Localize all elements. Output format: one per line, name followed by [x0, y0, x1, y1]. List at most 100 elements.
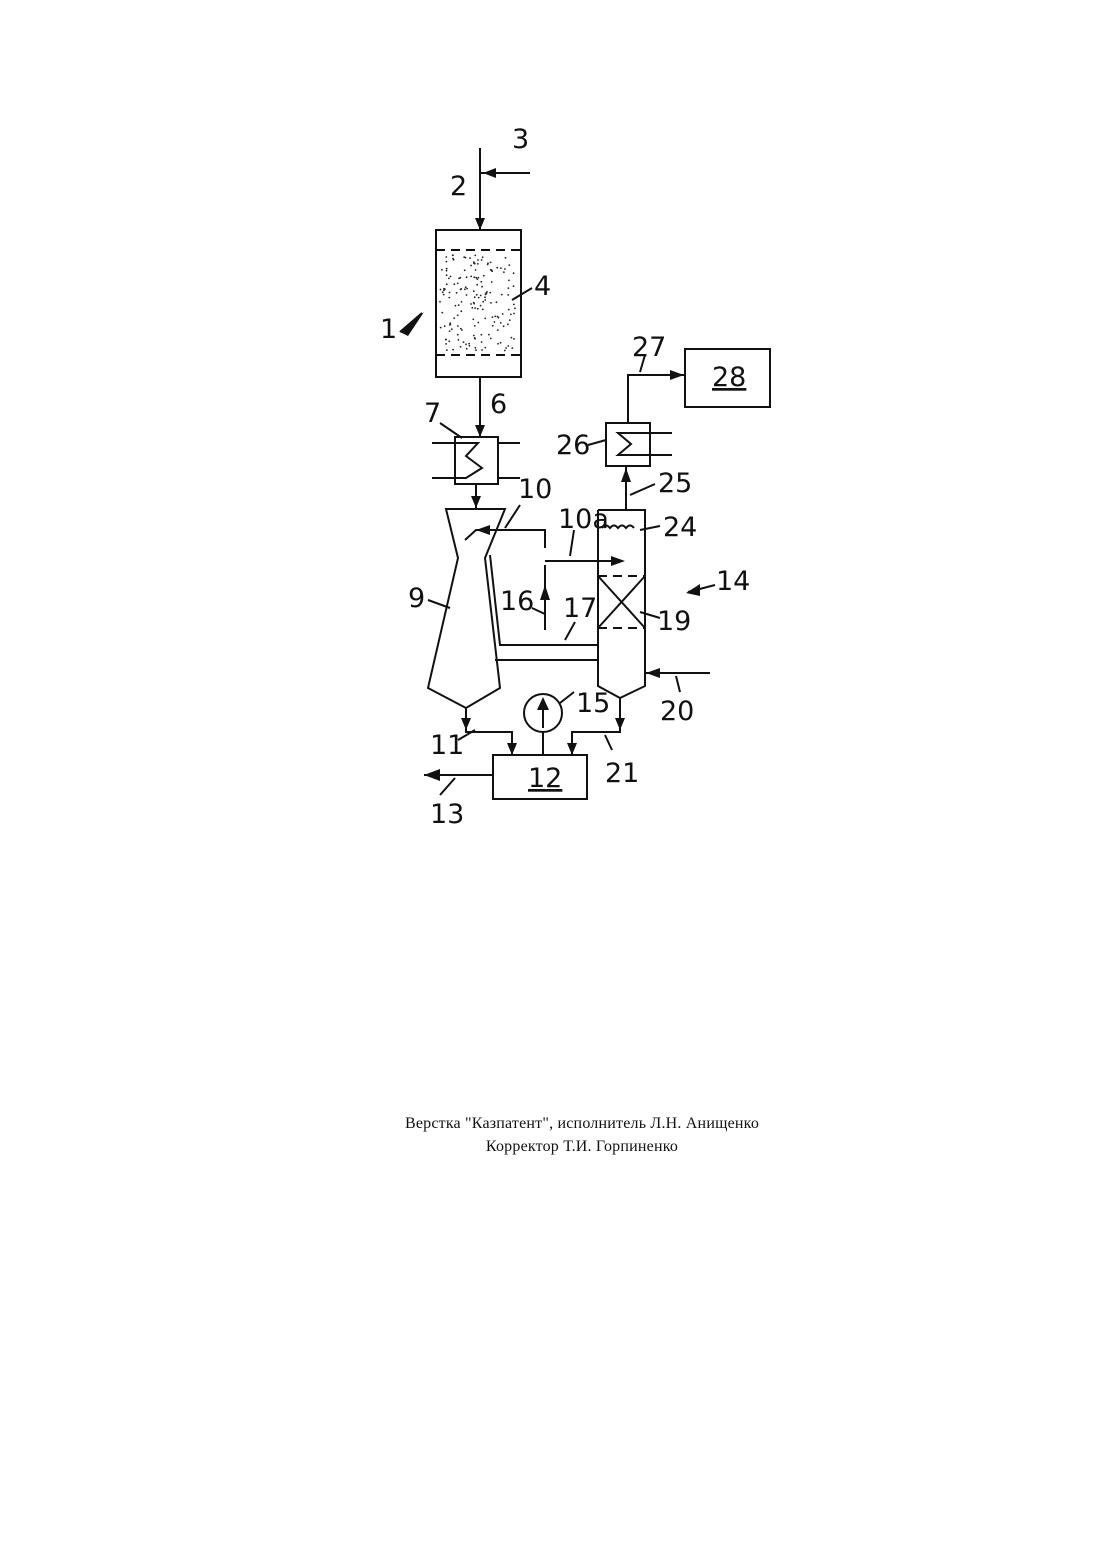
catalyst-dot [457, 325, 459, 327]
catalyst-dot [473, 290, 475, 292]
catalyst-dot [490, 262, 492, 264]
catalyst-dot [508, 287, 510, 289]
catalyst-dot [481, 286, 483, 288]
label-6: 6 [490, 389, 507, 420]
catalyst-dot [494, 321, 496, 323]
arrow-left-icon [424, 769, 440, 781]
catalyst-dot [446, 270, 448, 272]
label-27: 27 [632, 332, 666, 363]
catalyst-dot [448, 297, 450, 299]
label-25: 25 [658, 468, 692, 499]
label-20: 20 [660, 696, 694, 727]
leader-7 [440, 423, 462, 438]
catalyst-dot [458, 304, 460, 306]
catalyst-dot [473, 262, 475, 264]
label-19: 19 [657, 606, 691, 637]
catalyst-dot [503, 325, 505, 327]
label-28: 28 [712, 362, 746, 393]
label-11: 11 [430, 730, 464, 761]
catalyst-dot [468, 343, 470, 345]
catalyst-dot [477, 259, 479, 261]
catalyst-dot [449, 330, 451, 332]
catalyst-dot [497, 343, 499, 345]
catalyst-dot [508, 264, 510, 266]
catalyst-dot [474, 347, 476, 349]
catalyst-dot [452, 258, 454, 260]
catalyst-dot [511, 337, 513, 339]
catalyst-dot [481, 259, 483, 261]
leader-24 [640, 526, 660, 530]
catalyst-dot [469, 257, 471, 259]
catalyst-dot [503, 271, 505, 273]
catalyst-dot [475, 349, 477, 351]
catalyst-dot [507, 294, 509, 296]
catalyst-dot [474, 325, 476, 327]
catalyst-dot [492, 316, 494, 318]
catalyst-dot [514, 307, 516, 309]
leader-25 [630, 484, 655, 495]
coil-7 [432, 443, 482, 478]
catalyst-dot [477, 308, 479, 310]
catalyst-dot [460, 328, 462, 330]
label-16: 16 [500, 586, 534, 617]
catalyst-dot [474, 307, 476, 309]
leader-26 [588, 440, 606, 445]
catalyst-dot [481, 334, 483, 336]
catalyst-dot [478, 297, 480, 299]
catalyst-bed-4 [439, 254, 516, 351]
catalyst-dot [494, 316, 496, 318]
reactor-1 [436, 230, 521, 377]
catalyst-dot [470, 303, 472, 305]
catalyst-dot [507, 345, 509, 347]
catalyst-dot [440, 327, 442, 329]
catalyst-dot [449, 292, 451, 294]
line-27 [628, 375, 684, 423]
catalyst-dot [464, 288, 466, 290]
catalyst-dot [443, 294, 445, 296]
catalyst-dot [500, 342, 502, 344]
catalyst-dot [474, 296, 476, 298]
catalyst-dot [460, 288, 462, 290]
catalyst-dot [484, 299, 486, 301]
catalyst-dot [486, 291, 488, 293]
catalyst-dot [482, 309, 484, 311]
catalyst-dot [449, 322, 451, 324]
catalyst-dot [492, 325, 494, 327]
catalyst-dot [476, 294, 478, 296]
catalyst-dot [446, 349, 448, 351]
catalyst-dot [508, 280, 510, 282]
label-17: 17 [563, 593, 597, 624]
catalyst-dot [509, 319, 511, 321]
catalyst-dot [457, 334, 459, 336]
label-12: 12 [528, 763, 562, 794]
catalyst-dot [491, 270, 493, 272]
catalyst-dot [505, 257, 507, 259]
catalyst-dot [490, 338, 492, 340]
label-1: 1 [380, 314, 397, 345]
label-10: 10 [518, 474, 552, 505]
label-21: 21 [605, 758, 639, 789]
leader-20 [676, 676, 680, 692]
pointer-arrow-icon [686, 584, 700, 596]
leader-15 [560, 692, 574, 703]
catalyst-dot [452, 349, 454, 351]
catalyst-dot [483, 275, 485, 277]
leader-21 [605, 735, 612, 750]
catalyst-dot [457, 283, 459, 285]
catalyst-dot [490, 302, 492, 304]
catalyst-dot [448, 278, 450, 280]
catalyst-dot [464, 269, 466, 271]
catalyst-dot [442, 291, 444, 293]
reflux-inlet-10 [465, 530, 545, 548]
catalyst-dot [476, 278, 478, 280]
catalyst-dot [500, 322, 502, 324]
catalyst-dot [445, 256, 447, 258]
arrow-left-icon [476, 525, 490, 535]
label-7: 7 [424, 398, 441, 429]
catalyst-dot [445, 343, 447, 345]
catalyst-dot [500, 267, 502, 269]
catalyst-dot [496, 267, 498, 269]
catalyst-dot [461, 329, 463, 331]
catalyst-dot [446, 268, 448, 270]
catalyst-dot [502, 313, 504, 315]
